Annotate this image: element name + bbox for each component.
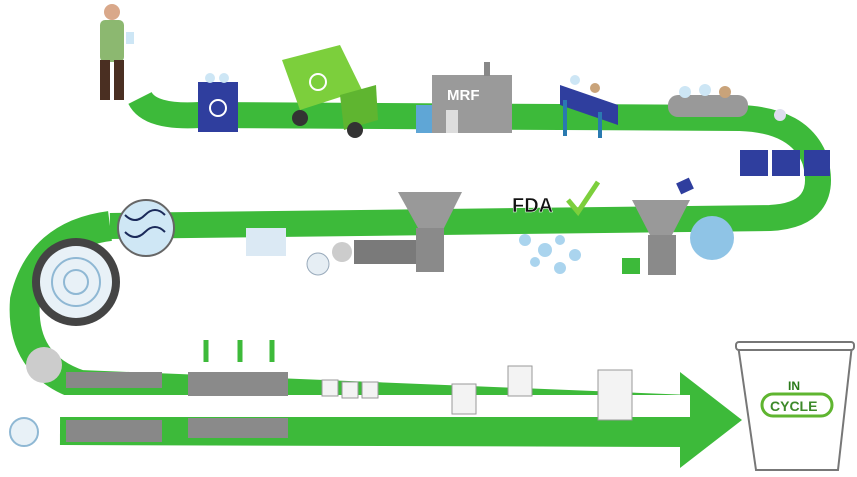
- pet-flakes: [519, 234, 581, 274]
- fda-approval: FDA: [512, 180, 601, 274]
- press-arrows-icon: [203, 340, 275, 362]
- process-path: [9, 90, 831, 468]
- logo-top-text: IN: [788, 379, 800, 393]
- garbage-truck-icon: [282, 45, 378, 138]
- polymer-molecule-icon: [117, 199, 175, 257]
- bottle-conveyor: [668, 84, 786, 121]
- hopper-machine-right: [622, 177, 734, 275]
- thermoforming-machine: [9, 340, 288, 447]
- recycling-bin-icon: [198, 73, 238, 132]
- formed-cups: [321, 365, 633, 421]
- extruder-machine: [246, 192, 462, 276]
- mrf-label: MRF: [447, 87, 480, 104]
- sorting-conveyor: [560, 75, 618, 138]
- process-arrow-head: [680, 372, 742, 468]
- logo-bottom-text: CYCLE: [770, 398, 817, 414]
- mrf-building: MRF: [416, 62, 512, 133]
- person-illustration: [100, 4, 134, 100]
- sheet-roll-icon: [32, 238, 120, 326]
- incycle-logo: IN CYCLE: [760, 379, 834, 418]
- incycle-cup: IN CYCLE: [735, 341, 855, 471]
- checkmark-icon: [566, 180, 601, 217]
- sorted-bins: [740, 150, 830, 176]
- fda-label: FDA: [512, 195, 553, 217]
